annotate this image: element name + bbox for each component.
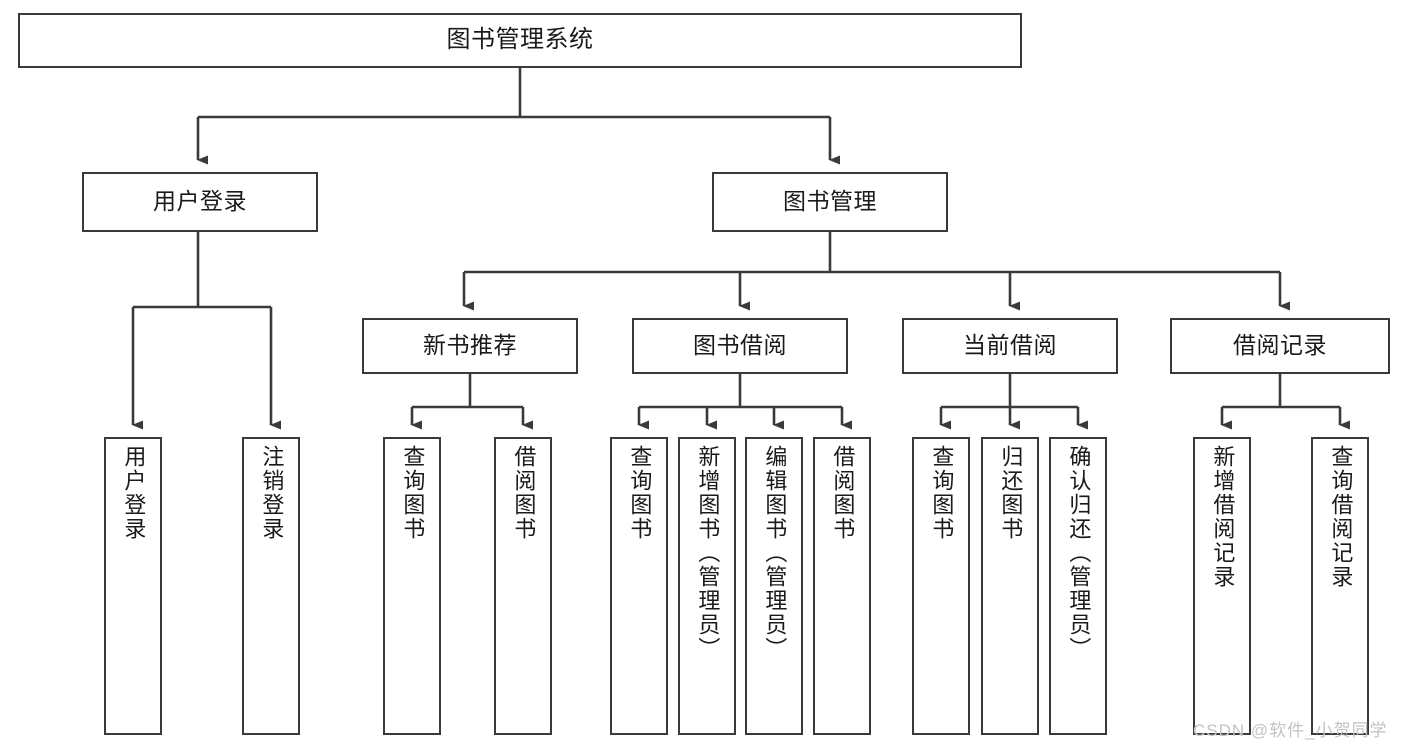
node-leaf-borrow-edit-book[interactable]: 编辑图书（管理员） bbox=[745, 437, 803, 735]
node-leaf-record-search[interactable]: 查询借阅记录 bbox=[1311, 437, 1369, 735]
node-label: 新增借阅记录 bbox=[1210, 445, 1236, 589]
node-user-login[interactable]: 用户登录 bbox=[82, 172, 318, 232]
node-label: 查询图书 bbox=[627, 445, 653, 541]
node-new-book-recommend[interactable]: 新书推荐 bbox=[362, 318, 578, 374]
node-label: 用户登录 bbox=[121, 445, 147, 541]
node-label: 图书借阅 bbox=[693, 332, 787, 359]
node-label: 借阅记录 bbox=[1233, 332, 1327, 359]
node-label: 新书推荐 bbox=[423, 332, 517, 359]
node-label: 确认归还（管理员） bbox=[1066, 445, 1092, 661]
node-leaf-current-return-book[interactable]: 归还图书 bbox=[981, 437, 1039, 735]
node-leaf-user-login[interactable]: 用户登录 bbox=[104, 437, 162, 735]
node-label: 归还图书 bbox=[998, 445, 1024, 541]
node-leaf-recommend-borrow-book[interactable]: 借阅图书 bbox=[494, 437, 552, 735]
node-leaf-borrow-add-book[interactable]: 新增图书（管理员） bbox=[678, 437, 736, 735]
node-current-borrow[interactable]: 当前借阅 bbox=[902, 318, 1118, 374]
node-label: 注销登录 bbox=[259, 445, 285, 541]
node-leaf-current-confirm-return[interactable]: 确认归还（管理员） bbox=[1049, 437, 1107, 735]
node-label: 编辑图书（管理员） bbox=[762, 445, 788, 661]
node-leaf-record-add[interactable]: 新增借阅记录 bbox=[1193, 437, 1251, 735]
node-label: 用户登录 bbox=[153, 188, 247, 215]
csdn-watermark: CSDN @软件_小贺同学 bbox=[1193, 721, 1388, 740]
node-leaf-recommend-query-book[interactable]: 查询图书 bbox=[383, 437, 441, 735]
node-borrow-record[interactable]: 借阅记录 bbox=[1170, 318, 1390, 374]
node-leaf-current-query-book[interactable]: 查询图书 bbox=[912, 437, 970, 735]
node-label: 图书管理系统 bbox=[446, 26, 594, 54]
node-leaf-borrow-query-book[interactable]: 查询图书 bbox=[610, 437, 668, 735]
node-root-system[interactable]: 图书管理系统 bbox=[18, 13, 1022, 68]
node-label: 查询借阅记录 bbox=[1328, 445, 1354, 589]
node-book-borrow[interactable]: 图书借阅 bbox=[632, 318, 848, 374]
node-label: 查询图书 bbox=[929, 445, 955, 541]
node-label: 借阅图书 bbox=[830, 445, 856, 541]
node-label: 当前借阅 bbox=[963, 332, 1057, 359]
node-leaf-user-logout[interactable]: 注销登录 bbox=[242, 437, 300, 735]
node-label: 借阅图书 bbox=[511, 445, 537, 541]
node-label: 图书管理 bbox=[783, 188, 877, 215]
node-book-manage[interactable]: 图书管理 bbox=[712, 172, 948, 232]
node-label: 新增图书（管理员） bbox=[695, 445, 721, 661]
node-label: 查询图书 bbox=[400, 445, 426, 541]
node-leaf-borrow-lend-book[interactable]: 借阅图书 bbox=[813, 437, 871, 735]
